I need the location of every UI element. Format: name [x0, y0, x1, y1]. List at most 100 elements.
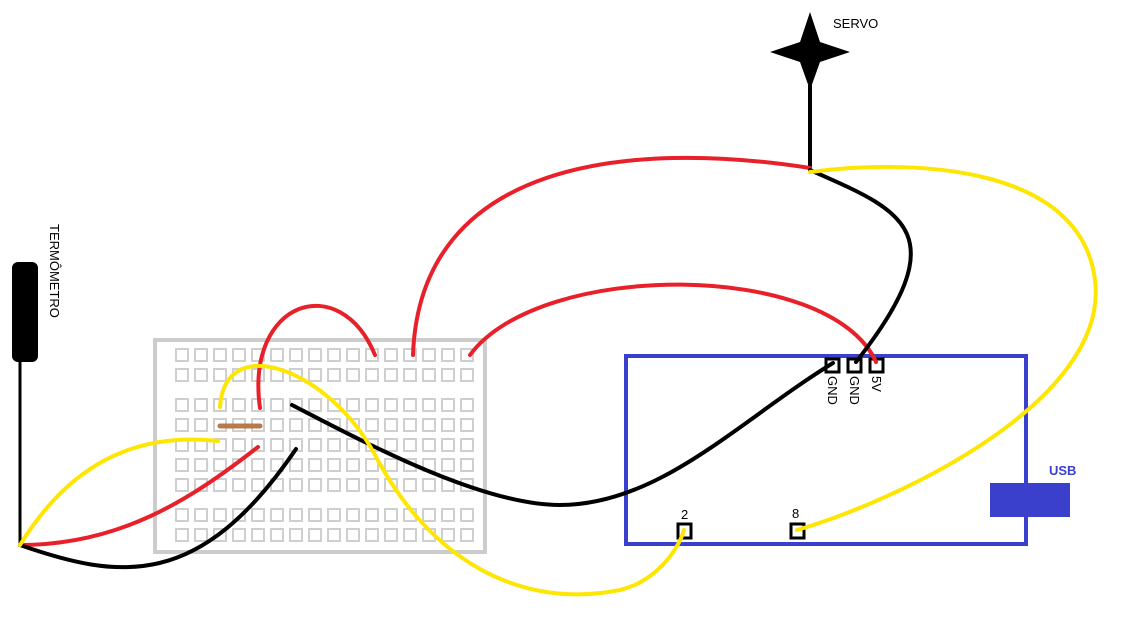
breadboard-hole: [270, 418, 284, 432]
breadboard-hole: [213, 478, 227, 492]
breadboard-hole: [308, 398, 322, 412]
breadboard-hole: [365, 508, 379, 522]
breadboard-hole: [232, 398, 246, 412]
black-wire-servo-gnd: [808, 168, 913, 364]
breadboard-hole: [175, 368, 189, 382]
breadboard-hole: [384, 528, 398, 542]
breadboard-hole: [365, 458, 379, 472]
breadboard-hole: [384, 508, 398, 522]
breadboard-hole: [232, 438, 246, 452]
breadboard-hole: [251, 528, 265, 542]
breadboard-hole: [213, 348, 227, 362]
breadboard-hole: [308, 508, 322, 522]
red-wire-thermometer: [18, 445, 260, 547]
breadboard-hole: [403, 368, 417, 382]
breadboard-hole: [346, 458, 360, 472]
thermometer-probe-icon: [12, 262, 38, 362]
breadboard-hole: [213, 458, 227, 472]
breadboard-hole: [346, 348, 360, 362]
breadboard-hole: [346, 508, 360, 522]
pin-8-label: 8: [792, 506, 799, 521]
breadboard-hole: [194, 508, 208, 522]
breadboard-hole: [175, 528, 189, 542]
breadboard-hole: [175, 348, 189, 362]
breadboard-hole: [251, 478, 265, 492]
breadboard-hole: [251, 508, 265, 522]
thermometer: TERMÔMETRO: [12, 224, 62, 545]
breadboard-hole: [270, 398, 284, 412]
breadboard-hole: [270, 348, 284, 362]
breadboard-hole: [308, 348, 322, 362]
breadboard-hole: [289, 458, 303, 472]
breadboard-hole: [289, 418, 303, 432]
breadboard-hole: [384, 458, 398, 472]
breadboard-hole: [308, 458, 322, 472]
breadboard-hole: [270, 508, 284, 522]
black-wire-thermometer: [18, 447, 298, 570]
yellow-wire-thermometer: [18, 437, 220, 547]
breadboard-hole: [384, 398, 398, 412]
usb-port-icon: [990, 483, 1070, 517]
breadboard-hole: [422, 508, 436, 522]
breadboard-hole: [422, 368, 436, 382]
breadboard-hole: [232, 528, 246, 542]
breadboard-hole: [232, 348, 246, 362]
red-wire-jumper: [256, 303, 377, 410]
breadboard-hole: [384, 438, 398, 452]
breadboard-hole: [422, 348, 436, 362]
yellow-wire-servo-signal: [795, 164, 1098, 532]
breadboard-hole: [194, 528, 208, 542]
breadboard: [153, 338, 487, 554]
breadboard-hole: [365, 528, 379, 542]
pin-5v-label: 5V: [869, 376, 884, 392]
breadboard-hole: [346, 478, 360, 492]
breadboard-hole: [213, 368, 227, 382]
usb-label: USB: [1049, 463, 1076, 478]
breadboard-hole: [403, 398, 417, 412]
breadboard-hole: [327, 368, 341, 382]
breadboard-hole: [422, 438, 436, 452]
breadboard-hole: [175, 418, 189, 432]
breadboard-hole: [384, 418, 398, 432]
breadboard-hole: [232, 478, 246, 492]
pin-gnd-1-label: GND: [825, 376, 840, 405]
breadboard-hole: [441, 368, 455, 382]
breadboard-hole: [327, 438, 341, 452]
breadboard-hole: [327, 478, 341, 492]
breadboard-hole: [422, 418, 436, 432]
breadboard-hole: [365, 368, 379, 382]
breadboard-hole: [441, 508, 455, 522]
breadboard-hole: [460, 418, 474, 432]
breadboard-hole: [194, 458, 208, 472]
breadboard-hole: [441, 458, 455, 472]
breadboard-hole: [403, 418, 417, 432]
breadboard-hole: [422, 398, 436, 412]
servo: SERVO: [770, 12, 878, 168]
breadboard-hole: [308, 368, 322, 382]
breadboard-hole: [384, 368, 398, 382]
breadboard-hole: [403, 528, 417, 542]
yellow-wires: [18, 164, 1098, 597]
breadboard-hole: [175, 508, 189, 522]
breadboard-hole: [327, 458, 341, 472]
breadboard-hole: [460, 438, 474, 452]
breadboard-hole: [460, 508, 474, 522]
breadboard-hole: [175, 478, 189, 492]
breadboard-hole: [460, 368, 474, 382]
breadboard-hole: [346, 528, 360, 542]
breadboard-hole: [194, 348, 208, 362]
breadboard-hole: [441, 348, 455, 362]
breadboard-hole: [460, 458, 474, 472]
breadboard-hole: [365, 478, 379, 492]
pin-2-label: 2: [681, 507, 688, 522]
breadboard-hole: [365, 418, 379, 432]
breadboard-hole: [270, 528, 284, 542]
breadboard-hole: [327, 528, 341, 542]
red-wire-5v-breadboard: [468, 282, 878, 364]
breadboard-hole: [289, 508, 303, 522]
breadboard-hole: [213, 508, 227, 522]
board-outline: [624, 354, 1028, 546]
breadboard-hole: [327, 348, 341, 362]
breadboard-hole: [346, 368, 360, 382]
